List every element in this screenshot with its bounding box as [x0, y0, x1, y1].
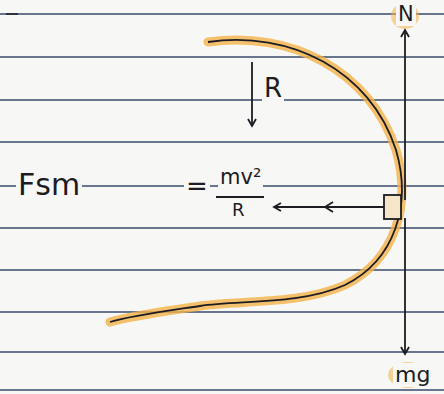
arc-highlight: [110, 40, 402, 322]
radius-arrow: [251, 62, 253, 126]
arrow-chevron: [325, 202, 333, 212]
block: [384, 195, 401, 219]
weight-arrow: [404, 218, 406, 354]
circular-track: [110, 40, 402, 322]
radius-label: R: [262, 74, 284, 103]
ruled-lines: [0, 14, 444, 390]
force-label: mg: [393, 363, 432, 387]
highlight: [391, 3, 419, 29]
force-label: N: [396, 3, 416, 26]
dash-mark: [6, 13, 18, 15]
normal-force-arrow: [404, 30, 406, 200]
numerator: mv²: [218, 166, 263, 189]
denominator: R: [230, 200, 247, 220]
equals-sign: =: [184, 172, 210, 201]
centripetal-arrow: [274, 206, 385, 208]
force-symbol: Fsm: [16, 168, 82, 201]
fraction-bar: [216, 196, 264, 198]
